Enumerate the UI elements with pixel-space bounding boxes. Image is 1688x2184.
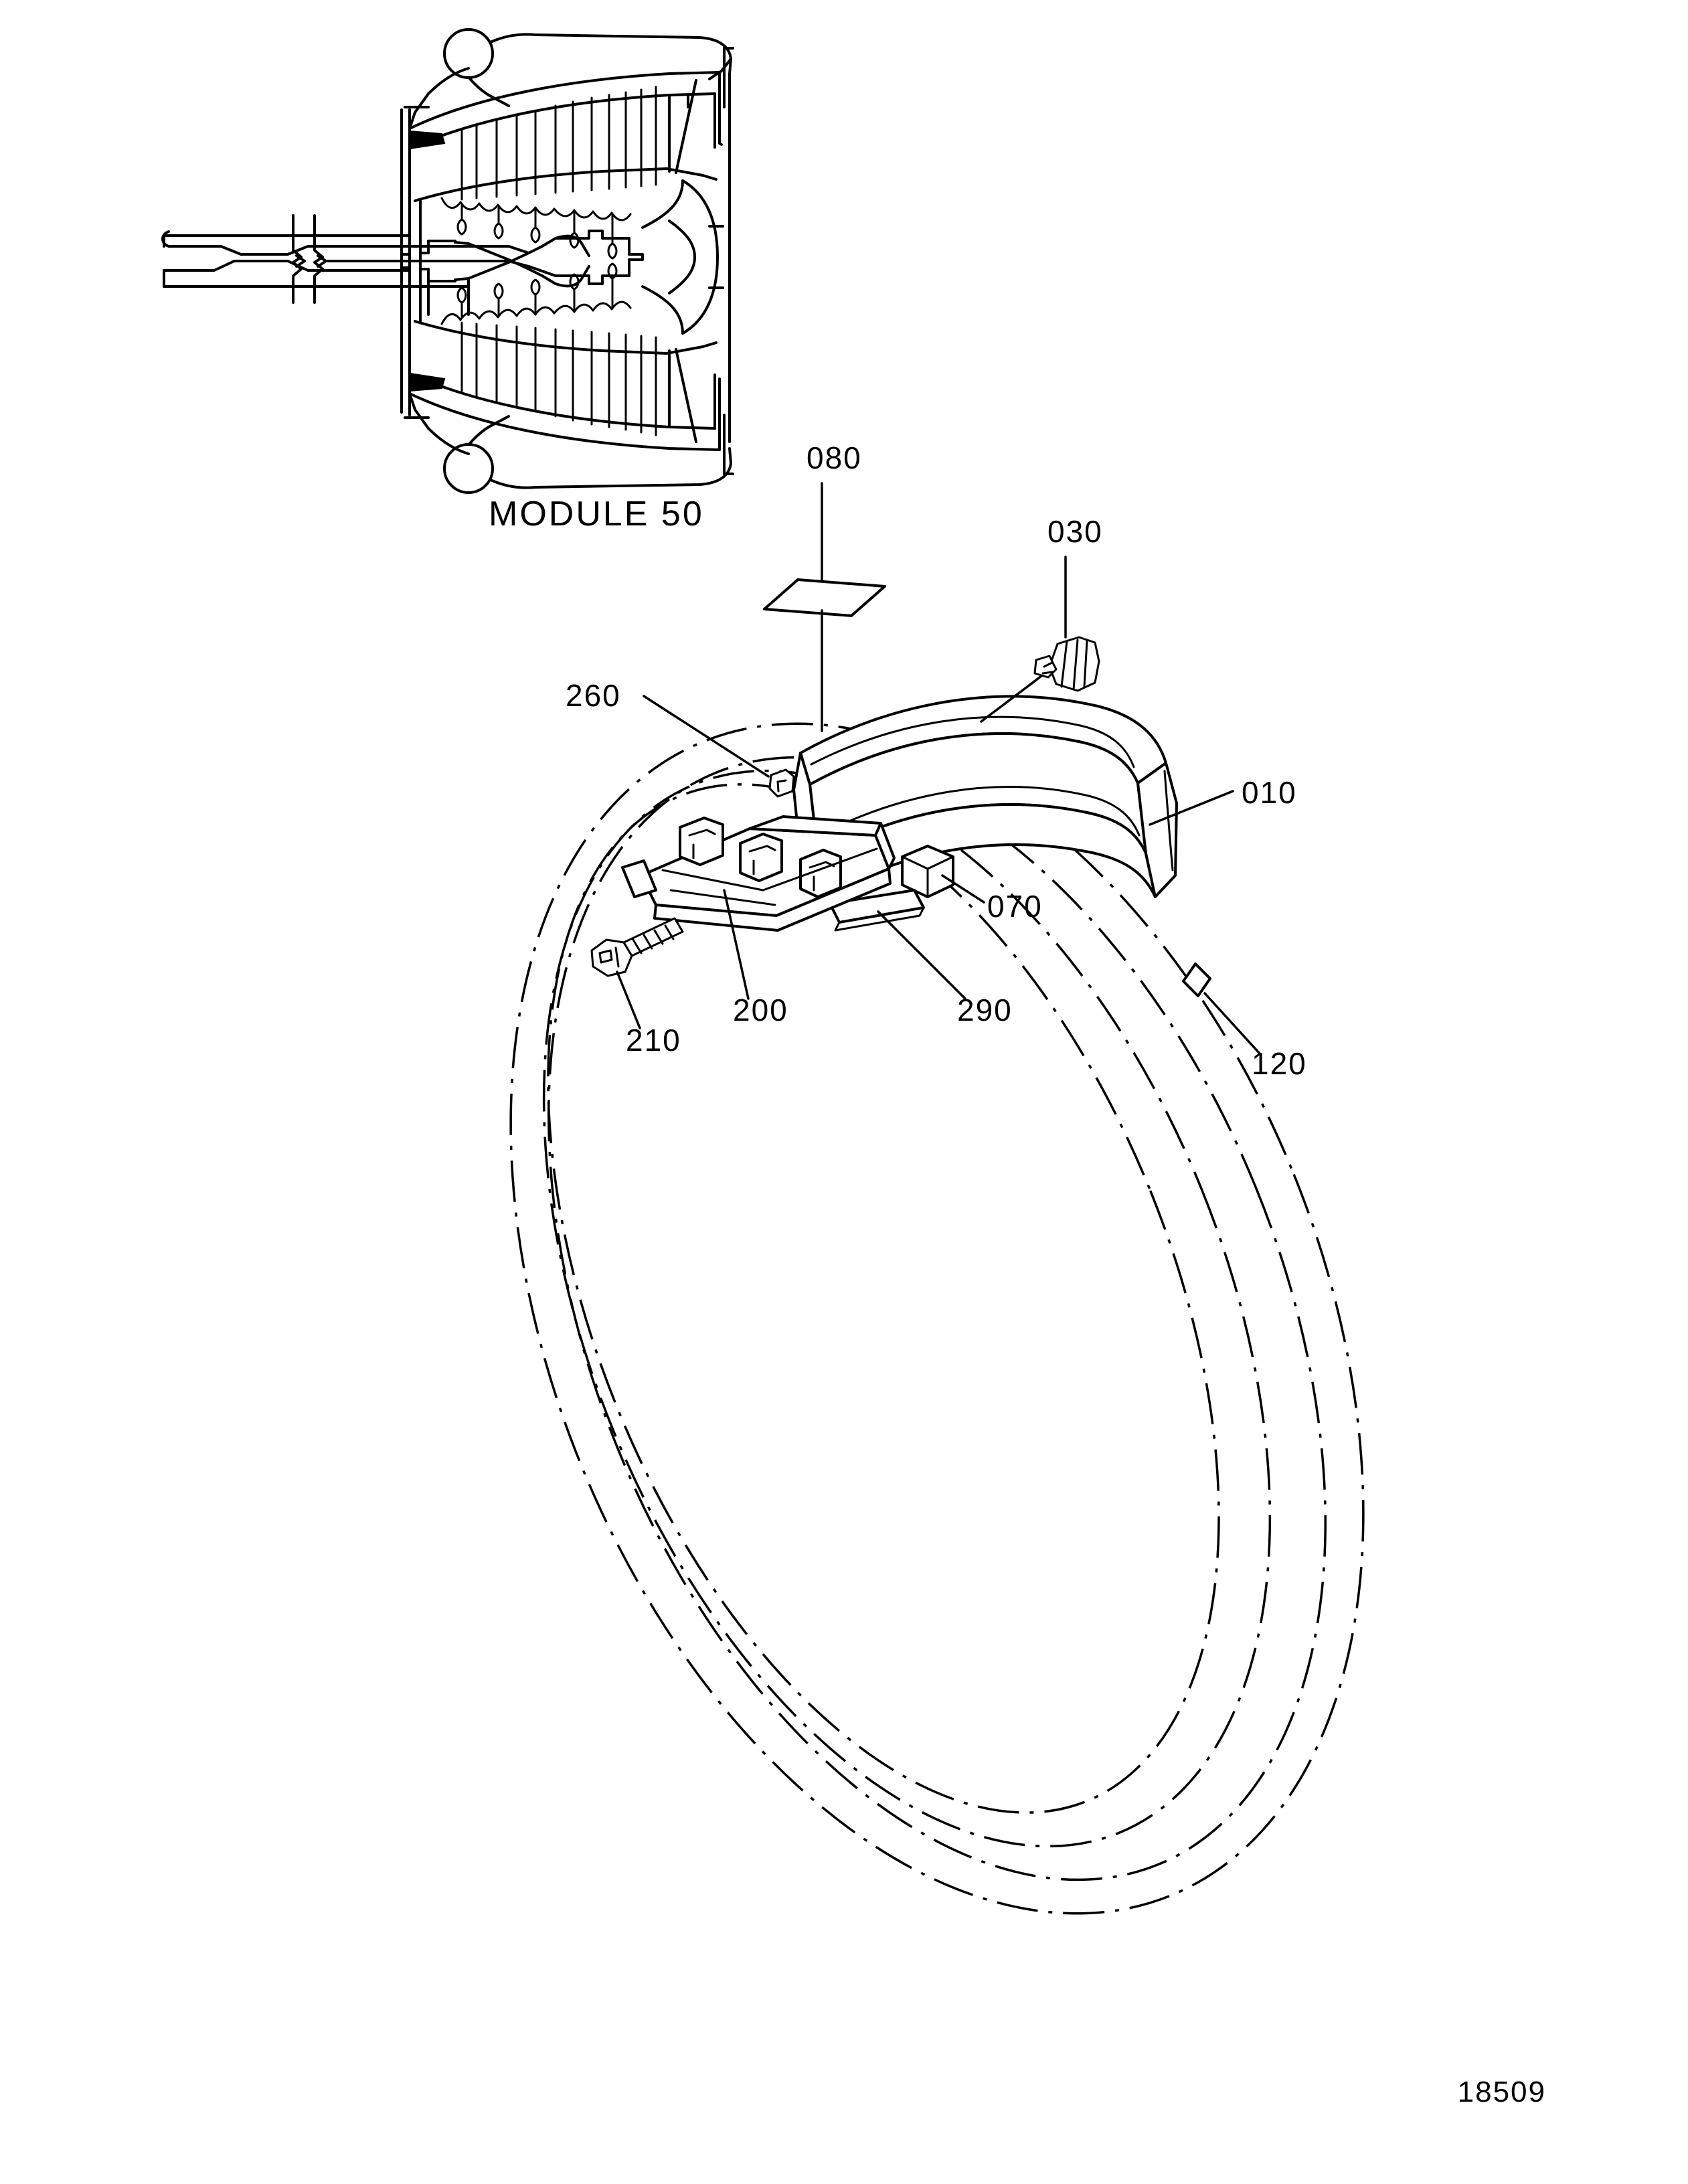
mount-lug-top [443,28,494,79]
part-260-pin-small [768,768,795,798]
callout-leader-lines [616,482,1261,1055]
bolt-shank [622,917,684,957]
part-200-bracket [621,815,896,932]
callout-label-210: 210 [626,1023,681,1058]
blade-roots-top [456,203,618,260]
module-caption: MODULE 50 [489,495,704,533]
bracket-lug-1 [679,817,724,866]
mount-lug-bottom [443,443,494,494]
phantom-ring-outlines [509,722,1365,1915]
leader-070 [941,874,985,904]
bracket-lug-3 [799,849,842,898]
part-210-bolt [590,917,684,977]
figure-number: 18509 [1458,2076,1546,2108]
callout-label-010: 010 [1242,775,1297,810]
module-50-engine-diagram [161,28,734,494]
diamond-pin-body [1182,962,1211,997]
leader-030-to-rail [980,675,1043,723]
callout-label-030: 030 [1047,514,1103,549]
blade-roots-bottom [456,262,618,319]
part-120-diamond-pin [1182,962,1211,997]
part-070-cube-block [901,845,954,898]
bracket-left-tongue [621,859,657,898]
leader-120 [1203,992,1261,1055]
callout-label-070: 070 [987,889,1043,924]
shim-plate-body [763,578,886,617]
part-080-shim-plate [763,578,886,617]
leader-010 [1149,790,1234,826]
bracket-rear-wall [874,822,896,870]
bracket-lug-2 [739,833,783,882]
callout-label-290: 290 [957,993,1013,1027]
leader-200 [723,889,750,1000]
leader-290 [877,910,966,1000]
bolt-threads [632,924,675,954]
callout-label-080: 080 [807,440,862,475]
callout-label-200: 200 [733,993,788,1027]
pin-small-body [768,768,795,798]
callout-label-120: 120 [1252,1046,1307,1081]
leader-260 [643,695,770,778]
callout-label-260: 260 [566,678,621,713]
bracket-base-edge [653,867,892,932]
part-030-nut [1033,636,1100,692]
leader-210 [616,971,641,1029]
part-290-flat-strip [829,889,925,932]
